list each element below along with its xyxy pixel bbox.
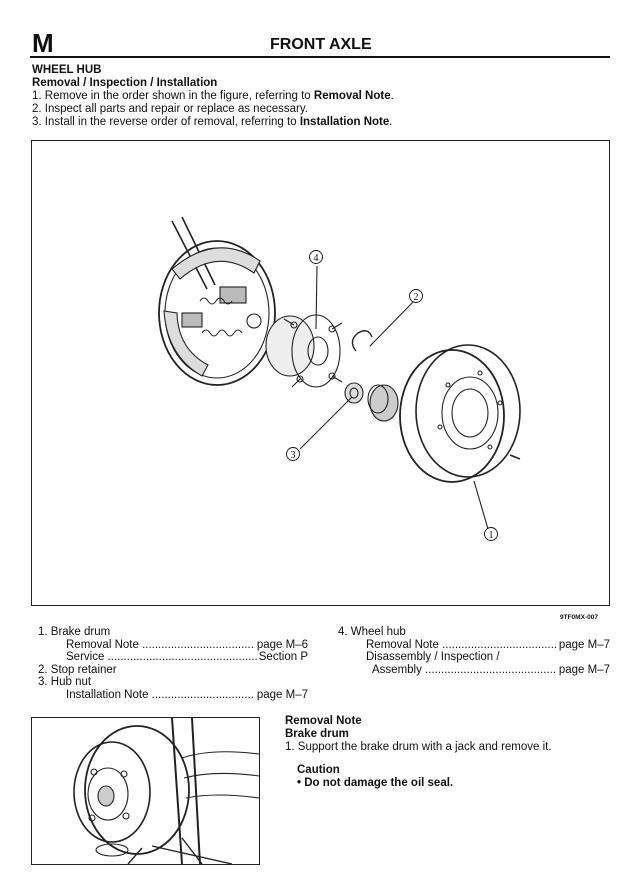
step-2: 2. Inspect all parts and repair or repla… bbox=[32, 103, 308, 115]
list-item: Disassembly / Inspection / bbox=[366, 651, 500, 664]
jack-support-illustration bbox=[31, 717, 260, 865]
ref-page: page M–7 bbox=[558, 663, 610, 676]
list-item: Assembly page M–7 bbox=[338, 664, 610, 677]
brake-shoe bbox=[171, 247, 261, 280]
callout-2 bbox=[409, 289, 423, 303]
ref-label: Service bbox=[66, 651, 257, 664]
list-item: 3. Hub nut bbox=[38, 676, 92, 689]
note-subtitle: Brake drum bbox=[285, 728, 349, 740]
section-subtitle: Removal / Inspection / Installation bbox=[32, 77, 218, 89]
step-1-text: 1. Remove in the order shown in the figu… bbox=[32, 90, 314, 102]
exploded-view-figure: 4 2 3 1 bbox=[31, 140, 610, 606]
jack-support-drawing bbox=[73, 718, 259, 864]
header-divider bbox=[30, 56, 610, 58]
hub-cap bbox=[369, 384, 399, 422]
caution-item: • Do not damage the oil seal. bbox=[297, 777, 454, 789]
list-item: Service Section P bbox=[38, 651, 308, 664]
step-1-ref: Removal Note bbox=[313, 90, 391, 102]
caution-title: Caution bbox=[297, 764, 340, 776]
stop-retainer bbox=[351, 330, 373, 352]
step-1-end: . bbox=[390, 90, 394, 102]
ref-page: page M–7 bbox=[558, 638, 610, 651]
callout-1 bbox=[484, 527, 498, 541]
ref-page: Section P bbox=[258, 651, 308, 664]
parts-list-left: 1. Brake drum Removal Note page M–6 Serv… bbox=[38, 626, 308, 702]
callout-3-label: 3 bbox=[291, 450, 296, 461]
ref-label: Removal Note bbox=[366, 639, 557, 652]
section-letter: M bbox=[32, 28, 54, 58]
figure-code: 9TF0MX-007 bbox=[560, 614, 598, 621]
chapter-title: FRONT AXLE bbox=[270, 36, 372, 53]
callout-4-label: 4 bbox=[314, 253, 319, 264]
step-3-text: 3. Install in the reverse order of remov… bbox=[32, 116, 300, 128]
intro-block: WHEEL HUB Removal / Inspection / Install… bbox=[32, 64, 612, 129]
ref-label: Assembly bbox=[372, 664, 557, 677]
note-title: Removal Note bbox=[285, 715, 362, 727]
parts-list-right: 4. Wheel hub Removal Note page M–7 Disas… bbox=[338, 626, 610, 676]
list-item: 1. Brake drum bbox=[38, 626, 111, 638]
callout-2-label: 2 bbox=[414, 292, 419, 303]
brake-drum bbox=[399, 349, 505, 483]
step-3: 3. Install in the reverse order of remov… bbox=[32, 116, 612, 129]
list-item: 4. Wheel hub bbox=[338, 626, 406, 638]
step-3-end: . bbox=[389, 116, 393, 128]
step-1: 1. Remove in the order shown in the figu… bbox=[32, 90, 612, 103]
list-item: Installation Note page M–7 bbox=[38, 689, 308, 702]
ref-page: page M–7 bbox=[256, 688, 308, 701]
callout-3 bbox=[286, 447, 300, 461]
ref-label: Installation Note bbox=[66, 689, 255, 702]
ref-page: page M–6 bbox=[256, 638, 308, 651]
hub-nut bbox=[344, 382, 364, 404]
step-3-ref: Installation Note bbox=[299, 116, 390, 128]
section-title: WHEEL HUB bbox=[32, 64, 102, 76]
wheel-hub bbox=[265, 315, 315, 377]
note-step-1: 1. Support the brake drum with a jack an… bbox=[285, 741, 552, 753]
list-item: 2. Stop retainer bbox=[38, 663, 117, 676]
list-item: Removal Note page M–7 bbox=[338, 639, 610, 652]
removal-note: Removal Note Brake drum 1. Support the b… bbox=[285, 715, 615, 790]
backing-plate bbox=[158, 240, 276, 386]
exploded-view-drawing: 4 2 3 1 bbox=[158, 216, 521, 541]
callout-1-label: 1 bbox=[489, 530, 494, 541]
ref-label: Removal Note bbox=[66, 639, 255, 652]
callout-4 bbox=[309, 250, 323, 264]
list-item: Removal Note page M–6 bbox=[38, 639, 308, 652]
